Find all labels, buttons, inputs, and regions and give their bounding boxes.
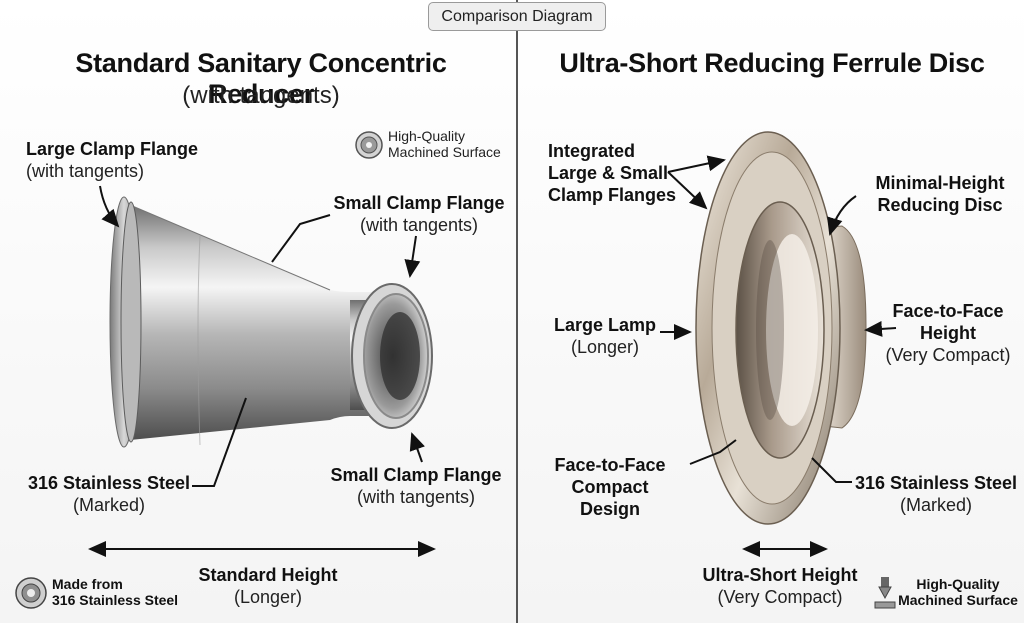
right-surface-line1: High-Quality: [916, 576, 1000, 592]
left-steel-note: (Marked): [72, 495, 145, 515]
right-surface-line2: Machined Surface: [898, 592, 1018, 608]
large-clamp-flange-label: Large Clamp Flange (with tangents): [26, 138, 198, 182]
large-clamp-flange-note: (with tangents): [26, 161, 145, 181]
integrated-line3: Clamp Flanges: [548, 185, 677, 205]
integrated-flanges-label: Integrated Large & Small Clamp Flanges: [548, 140, 676, 206]
concentric-reducer-illustration: [109, 196, 433, 448]
panel-divider: [516, 0, 518, 623]
right-surface-label: High-Quality Machined Surface: [898, 576, 1018, 608]
reducing-disc-line2: Reducing Disc: [877, 195, 1003, 215]
left-material-line2: 316 Stainless Steel: [52, 592, 179, 608]
integrated-line2: Large & Small: [548, 163, 669, 183]
left-material-line1: Made from: [52, 576, 123, 592]
standard-height-name: Standard Height: [198, 565, 338, 585]
left-steel-name: 316 Stainless Steel: [27, 473, 191, 493]
right-steel-name: 316 Stainless Steel: [854, 473, 1018, 493]
integrated-line1: Integrated: [548, 141, 636, 161]
face-height-line1: Face-to-Face: [892, 301, 1004, 321]
right-callout-lines: [660, 155, 897, 557]
left-surface-line2: Machined Surface: [388, 144, 501, 160]
left-callout-lines: [88, 185, 436, 557]
left-surface-line1: High-Quality: [388, 128, 466, 144]
machining-tool-icon: [874, 576, 896, 615]
ultra-short-height-name: Ultra-Short Height: [702, 565, 858, 585]
large-clamp-flange-name: Large Clamp Flange: [26, 139, 199, 159]
left-steel-label: 316 Stainless Steel (Marked): [26, 472, 192, 516]
right-panel-title: Ultra-Short Reducing Ferrule Disc: [559, 48, 985, 78]
standard-height-label: Standard Height (Longer): [178, 564, 358, 608]
standard-height-note: (Longer): [233, 587, 303, 607]
compact-design-line2: Compact Design: [571, 477, 649, 519]
left-material-label: Made from 316 Stainless Steel: [52, 576, 178, 608]
small-clamp-flange-top-name: Small Clamp Flange: [333, 193, 505, 213]
reducing-disc-label: Minimal-Height Reducing Disc: [866, 172, 1014, 216]
ferrule-disc-illustration: [695, 131, 867, 525]
face-to-face-height-label: Face-to-Face Height (Very Compact): [880, 300, 1016, 366]
right-steel-label: 316 Stainless Steel (Marked): [854, 472, 1018, 516]
face-height-note: (Very Compact): [885, 345, 1011, 365]
large-lamp-name: Large Lamp: [553, 315, 657, 335]
ultra-short-height-label: Ultra-Short Height (Very Compact): [690, 564, 870, 608]
machined-surface-icon: [354, 130, 384, 165]
reducing-disc-line1: Minimal-Height: [875, 173, 1005, 193]
right-steel-note: (Marked): [899, 495, 972, 515]
large-lamp-note: (Longer): [570, 337, 640, 357]
small-clamp-flange-bottom-name: Small Clamp Flange: [330, 465, 502, 485]
left-surface-label: High-Quality Machined Surface: [388, 128, 501, 160]
stainless-steel-icon: [14, 576, 48, 615]
face-height-line2: Height: [920, 323, 976, 343]
left-panel-subtitle: (with tangents): [182, 82, 340, 109]
ultra-short-height-note: (Very Compact): [717, 587, 843, 607]
diagram-badge: Comparison Diagram: [428, 2, 606, 31]
left-panel-title: Standard Sanitary Concentric Reducer: [75, 48, 447, 109]
compact-design-line1: Face-to-Face: [554, 455, 666, 475]
small-clamp-flange-bottom-note: (with tangents): [356, 487, 476, 507]
compact-design-label: Face-to-Face Compact Design: [540, 454, 680, 520]
small-clamp-flange-top-label: Small Clamp Flange (with tangents): [332, 192, 506, 236]
small-clamp-flange-top-note: (with tangents): [359, 215, 479, 235]
large-lamp-label: Large Lamp (Longer): [548, 314, 662, 358]
small-clamp-flange-bottom-label: Small Clamp Flange (with tangents): [330, 464, 502, 508]
